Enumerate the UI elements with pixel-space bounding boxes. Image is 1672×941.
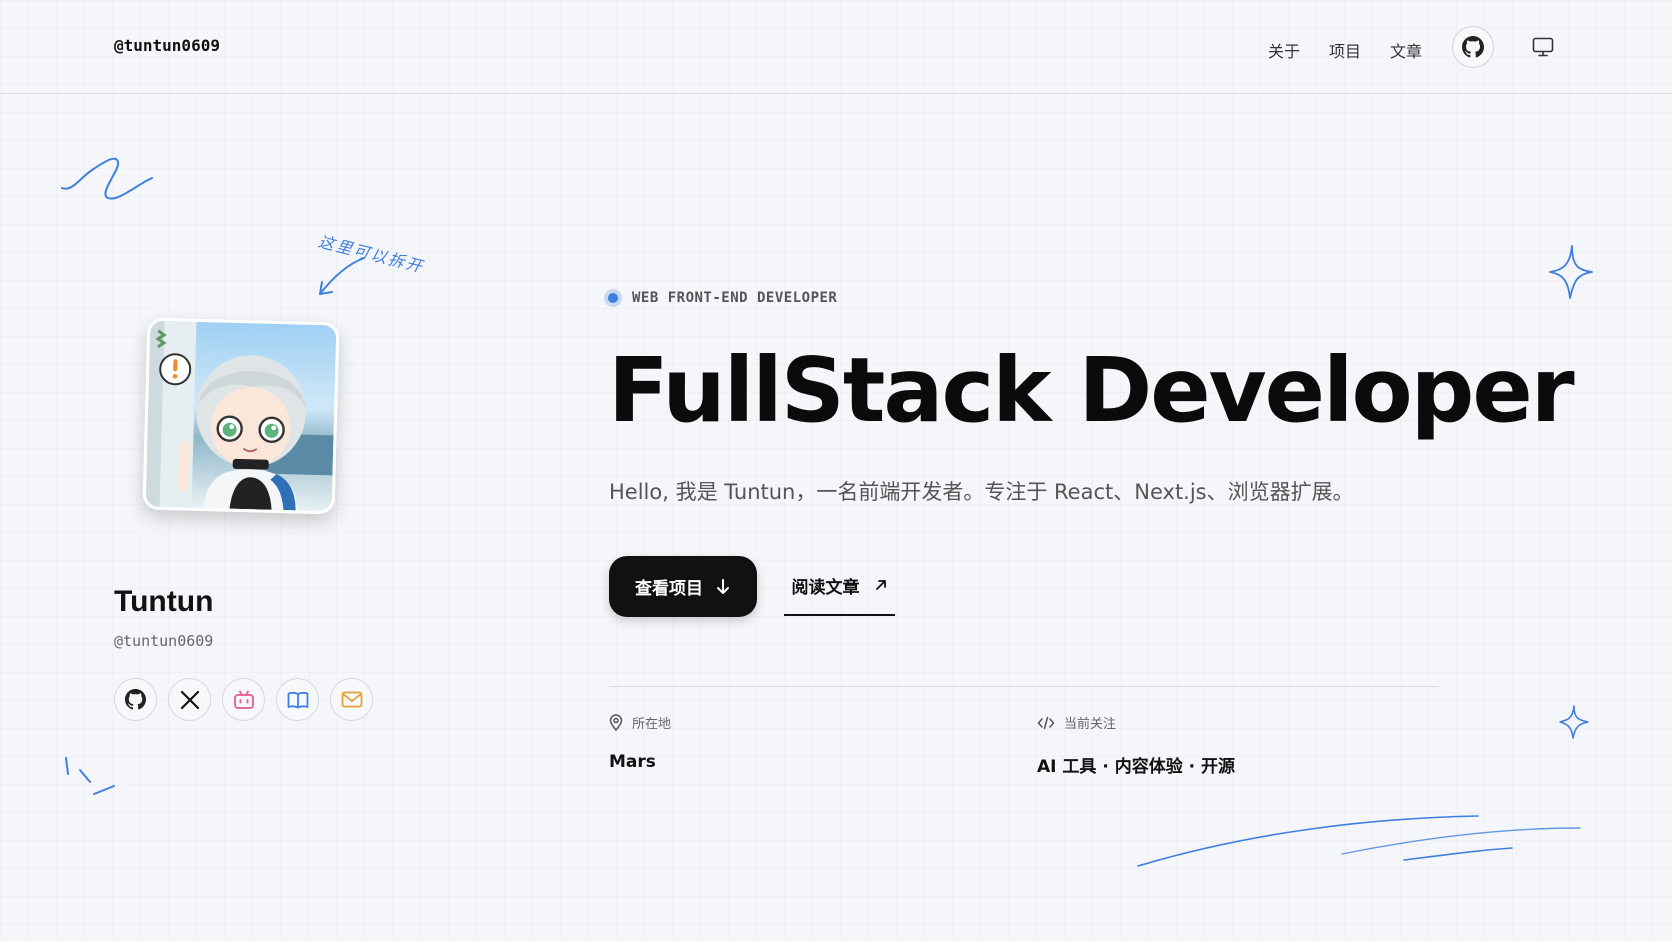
bilibili-icon — [233, 690, 254, 709]
github-icon — [125, 689, 146, 710]
profile-handle: @tuntun0609 — [114, 632, 214, 650]
avatar-illustration-icon — [145, 320, 334, 511]
nav-link-about[interactable]: 关于 — [1268, 42, 1301, 61]
social-blog-button[interactable] — [276, 678, 319, 721]
swoosh-doodle-icon — [1137, 815, 1581, 867]
view-projects-label: 查看项目 — [635, 579, 703, 599]
location-label: 所在地 — [632, 717, 672, 732]
read-articles-label: 阅读文章 — [791, 577, 860, 598]
location-value: Mars — [609, 752, 656, 772]
section-divider — [609, 686, 1439, 687]
social-github-button[interactable] — [114, 678, 157, 721]
squiggle-doodle-icon — [61, 157, 153, 200]
monitor-icon — [1532, 37, 1554, 57]
mail-icon — [341, 691, 362, 708]
location-label-row: 所在地 — [609, 713, 671, 732]
social-x-button[interactable] — [168, 678, 211, 721]
focus-label-row: 当前关注 — [1037, 713, 1235, 732]
focus-info: 当前关注 AI 工具 · 内容体验 · 开源 — [1037, 713, 1235, 777]
avatar[interactable] — [142, 317, 340, 515]
github-icon — [1462, 36, 1484, 58]
hero-title: FullStack Developer — [608, 338, 1575, 442]
brand-link[interactable]: @tuntun0609 — [114, 36, 220, 55]
status-dot-icon — [604, 289, 622, 307]
focus-label: 当前关注 — [1064, 717, 1117, 732]
hero-subtitle: Hello, 我是 Tuntun，一名前端开发者。专注于 React、Next.… — [609, 480, 1354, 504]
arrow-doodle-icon — [319, 257, 365, 295]
top-nav: 关于 项目 文章 — [0, 26, 1672, 68]
social-bilibili-button[interactable] — [222, 678, 265, 721]
dash-marks-doodle-icon — [65, 757, 115, 795]
social-mail-button[interactable] — [330, 678, 373, 721]
map-pin-icon — [609, 714, 623, 731]
nav-link-projects[interactable]: 项目 — [1329, 42, 1362, 61]
arrow-down-icon — [717, 578, 729, 594]
read-articles-link[interactable]: 阅读文章 — [784, 568, 895, 616]
arrow-up-right-icon — [875, 580, 886, 590]
profile-name: Tuntun — [114, 585, 214, 618]
code-icon — [1037, 716, 1055, 729]
sparkle-small-icon — [1559, 705, 1589, 739]
location-info: 所在地 Mars — [609, 713, 671, 772]
nav-link-articles[interactable]: 文章 — [1390, 42, 1423, 61]
book-icon — [287, 691, 308, 708]
role-badge-text: WEB FRONT-END DEVELOPER — [632, 290, 838, 306]
theme-toggle-button[interactable] — [1530, 34, 1556, 60]
sparkle-icon — [1549, 245, 1593, 299]
x-icon — [180, 690, 199, 709]
focus-value: AI 工具 · 内容体验 · 开源 — [1037, 757, 1235, 777]
view-projects-button[interactable]: 查看项目 — [609, 556, 757, 617]
social-links — [114, 678, 373, 722]
role-badge: WEB FRONT-END DEVELOPER — [604, 289, 837, 307]
site-header: @tuntun0609 关于 项目 文章 — [0, 0, 1672, 94]
github-button[interactable] — [1452, 26, 1494, 68]
